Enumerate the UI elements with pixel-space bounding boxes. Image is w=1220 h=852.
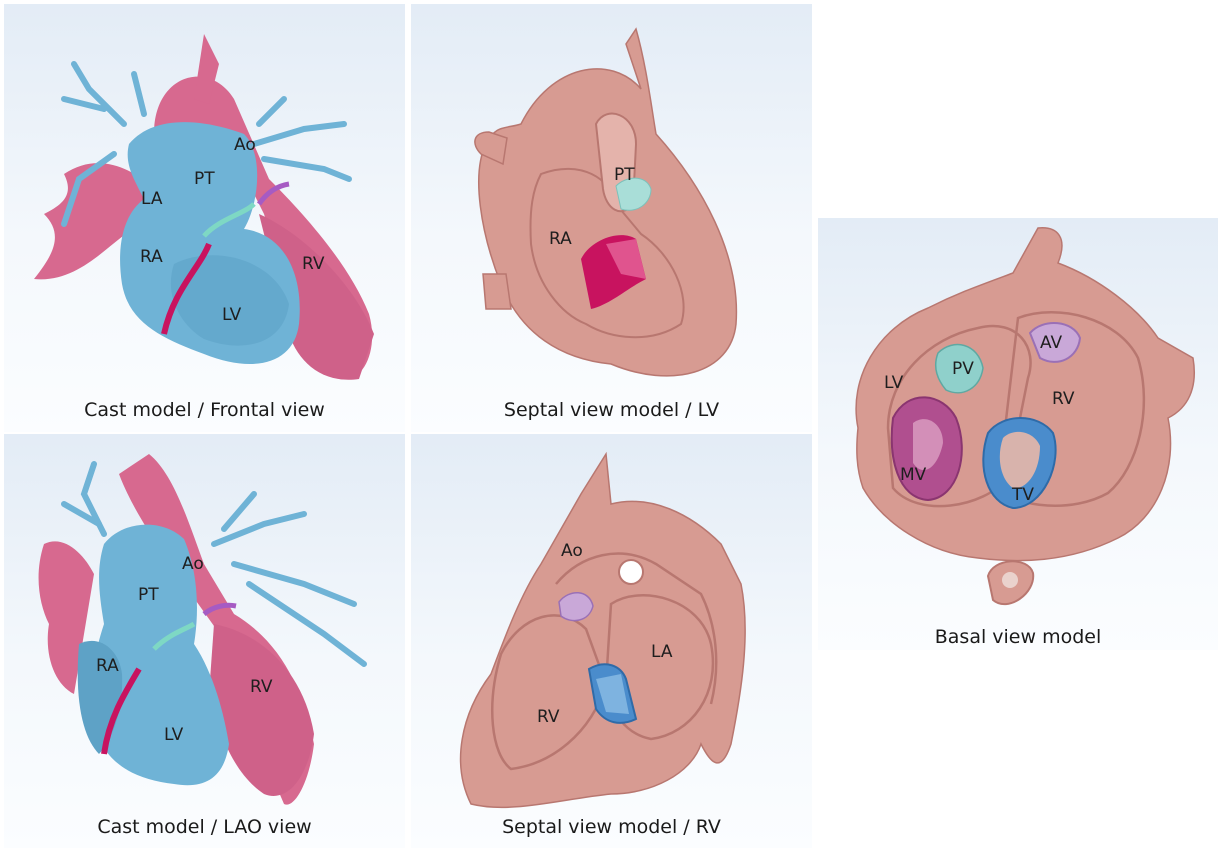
label-pt: PT	[614, 165, 635, 185]
ivc-stump	[483, 274, 511, 309]
label-lv: LV	[884, 373, 904, 393]
label-pt: PT	[194, 169, 215, 189]
label-pv: PV	[952, 359, 974, 379]
caption-septal-lv: Septal view model / LV	[411, 399, 812, 421]
basal-model: AV PV LV RV MV TV	[818, 218, 1218, 650]
caption-cast-frontal: Cast model / Frontal view	[4, 399, 405, 421]
cast-frontal-model: Ao PT LA RA RV LV	[4, 4, 405, 432]
label-mv: MV	[900, 465, 927, 485]
label-ra: RA	[140, 247, 163, 267]
label-la: LA	[651, 642, 673, 662]
label-av: AV	[1040, 333, 1063, 353]
label-ao: Ao	[561, 541, 583, 561]
septal-lv-model: PT RA	[411, 4, 812, 432]
panel-basal: AV PV LV RV MV TV Basal view model	[818, 218, 1218, 650]
label-lv: LV	[222, 305, 242, 325]
rv-cast	[209, 624, 314, 796]
label-rv: RV	[302, 254, 325, 274]
label-ra: RA	[96, 656, 119, 676]
label-ao: Ao	[234, 135, 256, 155]
label-rv: RV	[537, 707, 560, 727]
panel-cast-lao: Ao PT RA RV LV Cast model / LAO view	[4, 434, 405, 848]
label-ra: RA	[549, 229, 572, 249]
label-la: LA	[141, 189, 163, 209]
label-rv: RV	[250, 677, 273, 697]
caption-septal-rv: Septal view model / RV	[411, 816, 812, 838]
label-rv: RV	[1052, 389, 1075, 409]
aortic-valve	[559, 593, 593, 621]
descending-aorta-lumen	[1002, 572, 1018, 588]
label-pt: PT	[138, 585, 159, 605]
caption-cast-lao: Cast model / LAO view	[4, 816, 405, 838]
panel-cast-frontal: Ao PT LA RA RV LV Cast model / Frontal v…	[4, 4, 405, 432]
septal-rv-model: Ao LA RV	[411, 434, 812, 848]
caption-basal: Basal view model	[818, 626, 1218, 648]
panel-septal-lv: PT RA Septal view model / LV	[411, 4, 812, 432]
label-tv: TV	[1011, 485, 1034, 505]
panel-septal-rv: Ao LA RV Septal view model / RV	[411, 434, 812, 848]
heart-tissue	[461, 454, 746, 807]
sva-stump	[475, 132, 507, 164]
label-lv: LV	[164, 725, 184, 745]
cast-lao-model: Ao PT RA RV LV	[4, 434, 405, 848]
vessel-lumen	[619, 560, 643, 584]
label-ao: Ao	[182, 554, 204, 574]
